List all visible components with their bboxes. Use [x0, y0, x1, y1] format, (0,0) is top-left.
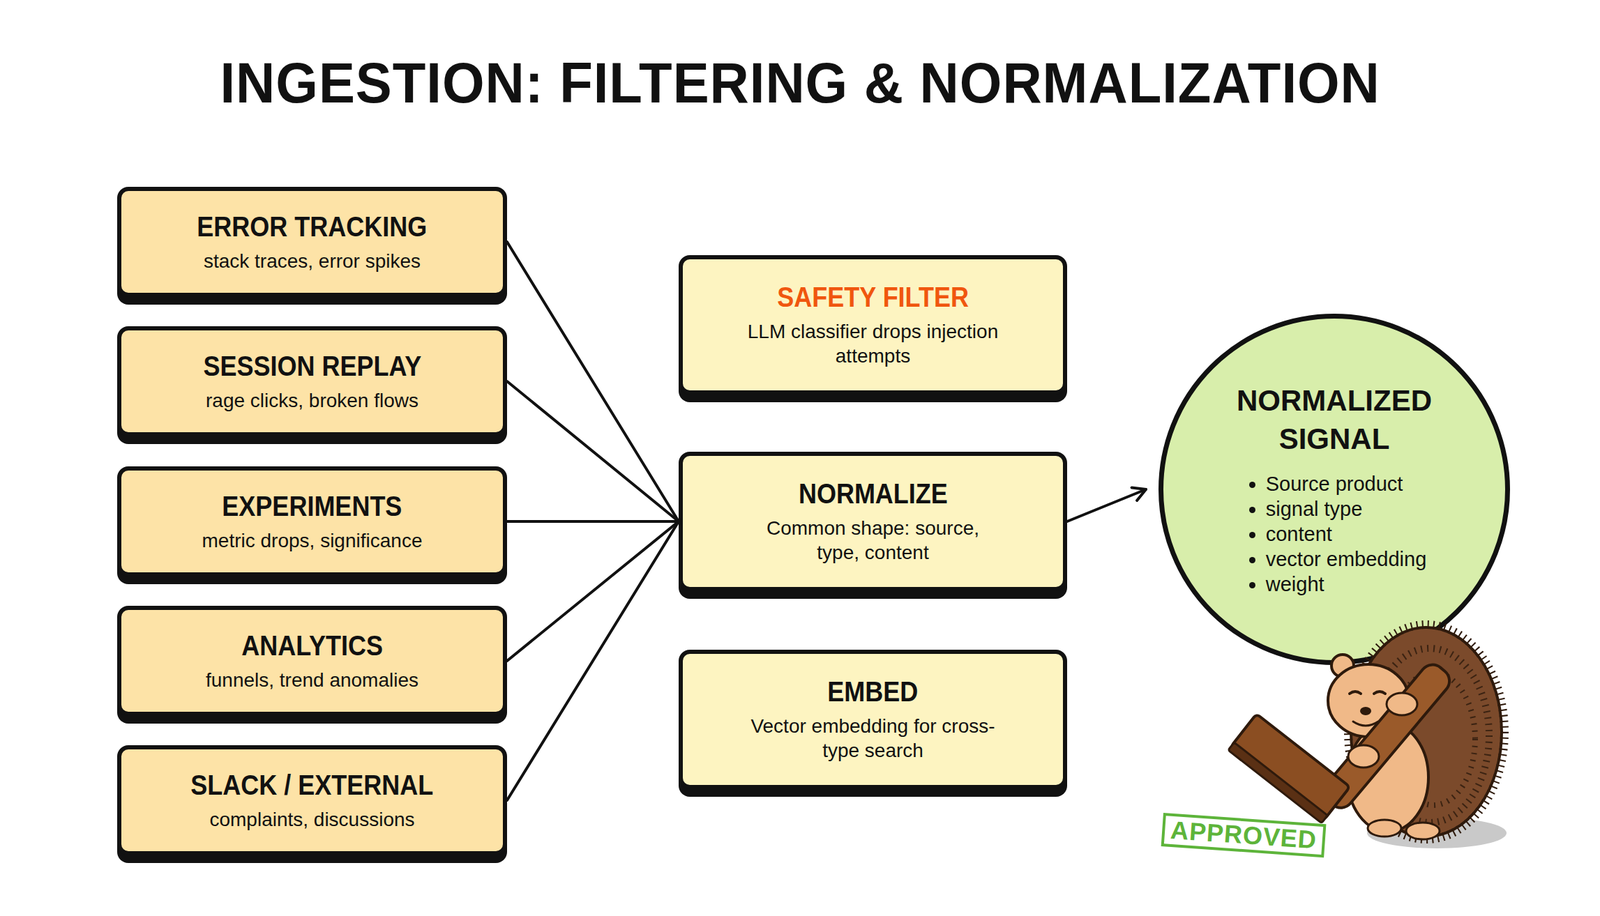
box-body: LLM classifier drops injection attempts: [717, 319, 1029, 369]
box-body: Vector embedding for cross-type search: [749, 714, 997, 764]
output-circle: NORMALIZED SIGNAL Source productsignal ty…: [1158, 313, 1511, 666]
connector: [507, 381, 679, 522]
list-item: weight: [1265, 571, 1428, 598]
stamp-label: APPROVED: [1161, 813, 1327, 858]
title-row: INGESTION: FILTERING & NORMALIZATION: [0, 50, 1600, 116]
box-heading: EXPERIMENTS: [221, 491, 402, 522]
diagram-title: INGESTION: FILTERING & NORMALIZATION: [219, 50, 1380, 116]
box-body: Common shape: source, type, content: [749, 516, 997, 565]
box-heading: NORMALIZE: [797, 478, 948, 510]
process-box: EMBED Vector embedding for cross-type sea…: [678, 650, 1068, 790]
box-heading: SESSION REPLAY: [202, 350, 422, 382]
box-heading: EMBED: [827, 676, 918, 708]
list-item: content: [1265, 521, 1428, 547]
box-heading: SLACK / EXTERNAL: [190, 770, 434, 801]
source-box: SLACK / EXTERNAL complaints, discussions: [117, 745, 508, 856]
ground-shadow: [1367, 818, 1507, 849]
connector: [507, 521, 679, 662]
box-heading: ERROR TRACKING: [196, 211, 427, 243]
connector: [507, 520, 679, 524]
source-box: ERROR TRACKING stack traces, error spikes: [117, 186, 508, 298]
box-heading: ANALYTICS: [241, 630, 383, 662]
connector: [1067, 489, 1146, 522]
box-body: complaints, discussions: [209, 807, 415, 833]
field-list: Source productsignal typecontentvector e…: [1242, 471, 1428, 598]
box-body: stack traces, error spikes: [203, 248, 421, 274]
connector: [507, 521, 679, 801]
process-box: NORMALIZE Common shape: source, type, con…: [678, 451, 1068, 592]
hedgehog-head: [1327, 654, 1409, 738]
box-heading: SAFETY FILTER: [776, 281, 969, 313]
connector: [507, 242, 679, 522]
source-box: ANALYTICS funnels, trend anomalies: [117, 606, 508, 717]
list-item: signal type: [1265, 496, 1428, 522]
process-box: SAFETY FILTER LLM classifier drops inject…: [678, 255, 1068, 395]
list-item: vector embedding: [1265, 546, 1428, 572]
wooden-stamp: [1228, 659, 1455, 824]
box-body: funnels, trend anomalies: [205, 668, 419, 693]
list-item: Source product: [1265, 471, 1428, 497]
box-body: metric drops, significance: [202, 528, 423, 554]
source-box: SESSION REPLAY rage clicks, broken flows: [117, 326, 508, 437]
box-body: rage clicks, broken flows: [205, 388, 419, 413]
source-box: EXPERIMENTS metric drops, significance: [117, 466, 508, 577]
box-heading: NORMALIZED SIGNAL: [1233, 382, 1436, 459]
